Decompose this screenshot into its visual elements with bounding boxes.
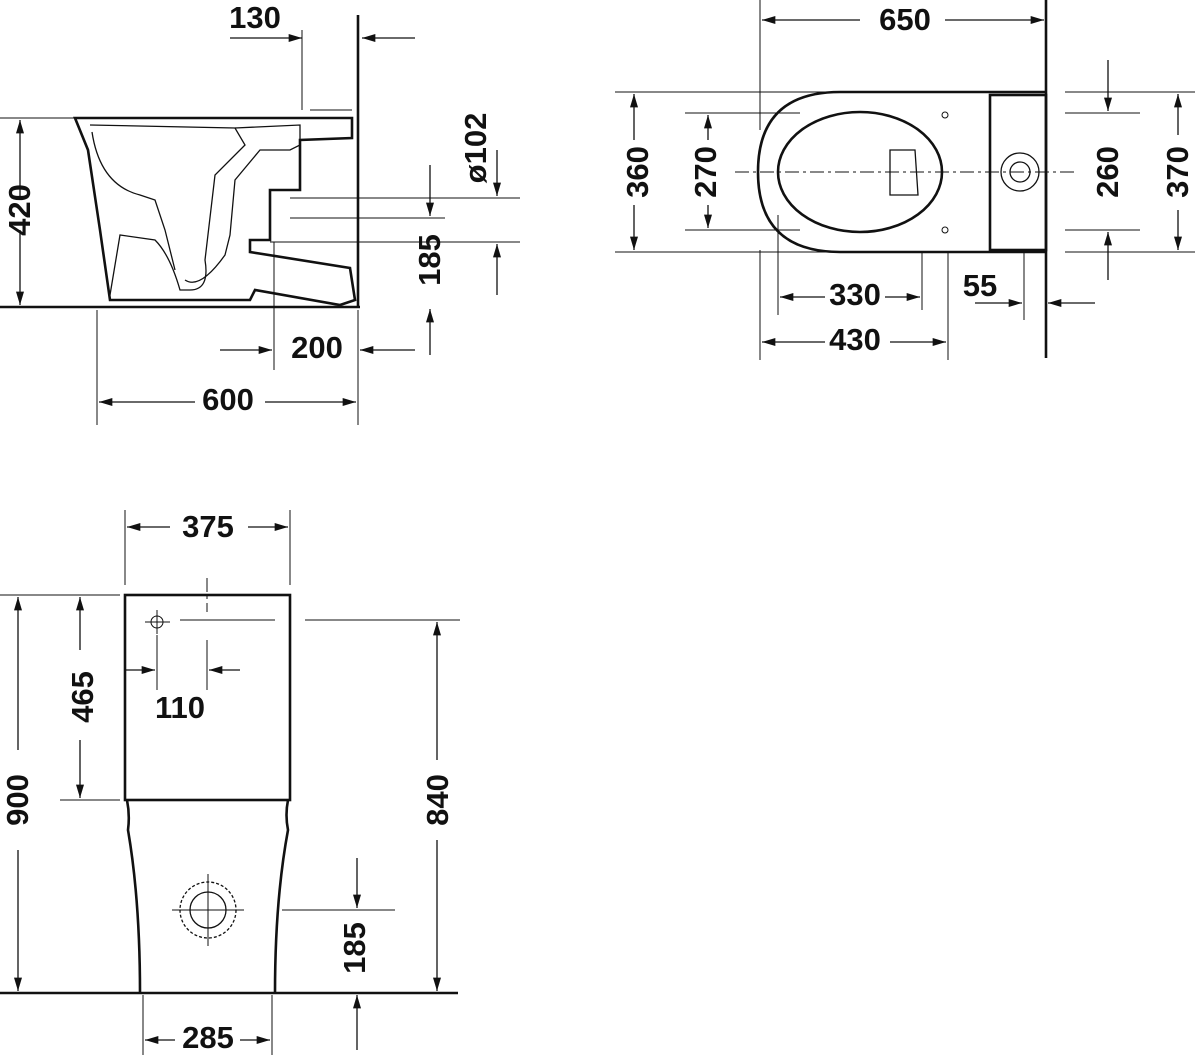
dim-55: 55: [963, 268, 997, 303]
dim-260: 260: [1090, 146, 1125, 198]
trapway: [184, 124, 301, 283]
top-view: 650 360 270 260 370 330 55 430: [615, 0, 1195, 360]
dim-900: 900: [0, 774, 35, 826]
dim-375: 375: [182, 509, 234, 544]
dim-430: 430: [829, 322, 881, 357]
dim-650: 650: [879, 2, 931, 37]
front-view: 375 465 900 110 840 185 285: [0, 509, 460, 1055]
dim-270: 270: [688, 146, 723, 198]
side-view: 130 420 ø102 185 200 600: [0, 0, 520, 425]
dim-840: 840: [420, 774, 455, 826]
dim-330: 330: [829, 277, 881, 312]
tank-front: [123, 593, 292, 802]
toilet-top-outline: [756, 90, 1046, 254]
dim-285: 285: [182, 1020, 234, 1055]
dim-465: 465: [65, 671, 100, 723]
dim-diameter-102: ø102: [458, 113, 493, 184]
toilet-side-outline: [73, 116, 357, 307]
dim-370: 370: [1160, 146, 1195, 198]
dim-200: 200: [291, 330, 343, 365]
dim-420: 420: [2, 184, 37, 236]
bowl-front: [125, 799, 290, 994]
dim-185-side: 185: [412, 234, 447, 286]
dim-130: 130: [229, 0, 281, 35]
bowl-interior: [89, 124, 246, 296]
dim-600: 600: [202, 382, 254, 417]
dim-360: 360: [620, 146, 655, 198]
dim-110: 110: [155, 690, 205, 725]
dim-185-front: 185: [337, 922, 372, 974]
